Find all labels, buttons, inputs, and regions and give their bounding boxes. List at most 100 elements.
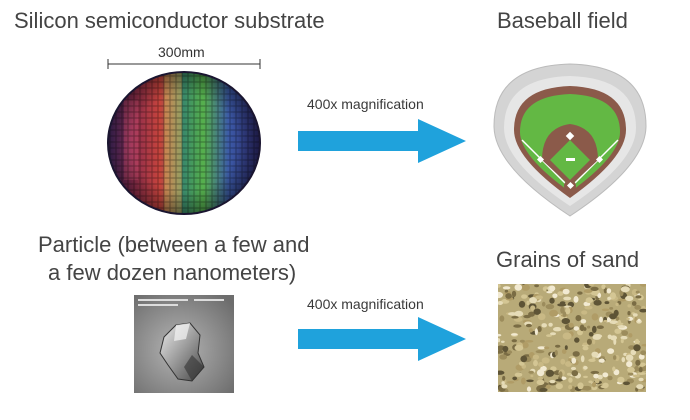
sand-grain [607, 375, 613, 381]
sand-grain [623, 381, 630, 386]
sand-grain [546, 334, 552, 337]
sand-grain [639, 308, 646, 313]
sand-grain [632, 313, 638, 317]
sand-grain [580, 355, 585, 363]
sand-grain [587, 325, 591, 329]
sand-grain [606, 288, 612, 294]
sand-grain [617, 376, 625, 383]
sand-grain [574, 337, 580, 343]
sand-grain [625, 354, 634, 362]
sand-grain [561, 318, 570, 325]
sand-grain [545, 369, 555, 377]
sand-grain [521, 284, 530, 291]
sand-grain [564, 345, 568, 350]
sand-grain [539, 387, 548, 392]
sand-grain [586, 338, 592, 345]
sand-grain [568, 322, 574, 328]
sand-grain [638, 377, 644, 382]
bottom-arrow-icon [298, 317, 466, 361]
sand-grain [617, 325, 625, 329]
sand-grain [634, 305, 642, 310]
sand-grain [549, 297, 555, 304]
sand-grain [609, 313, 617, 320]
sand-grain [514, 372, 523, 377]
sand-grain [634, 365, 639, 372]
sand-grain [584, 305, 593, 310]
sand-grain [514, 310, 524, 317]
sand-grain [592, 339, 596, 345]
sand-grain [498, 333, 502, 337]
sand-grain [627, 304, 632, 308]
sand-grain [607, 296, 611, 301]
sand-grain [614, 328, 622, 334]
sand-grain [549, 379, 556, 384]
sand-grain [615, 322, 624, 326]
sand-grain [514, 344, 524, 351]
sand-grain [533, 308, 541, 315]
sand-grain [588, 358, 596, 362]
sand-grain [526, 300, 530, 306]
sand-grain [525, 323, 532, 328]
sand-grain [625, 295, 634, 302]
sand-grain [630, 349, 637, 356]
sand-grain [620, 286, 630, 293]
sand-grain [498, 338, 501, 343]
sand-grain [638, 362, 646, 367]
top-arrow-icon [298, 119, 466, 163]
sand-grain [607, 348, 615, 354]
sand-grain [511, 290, 517, 298]
sand-grain [635, 359, 641, 366]
sand-grain [591, 313, 599, 321]
sand-grain [502, 375, 506, 381]
dimension-bar [107, 59, 261, 69]
sand-grain [602, 382, 609, 389]
bottom-magnification-label: 400x magnification [307, 296, 424, 312]
sand-grain [513, 324, 522, 328]
sand-grain [621, 357, 626, 363]
sand-grains-image [498, 284, 646, 392]
sand-grain [582, 346, 589, 351]
sand-grain [534, 284, 539, 288]
sand-grain [580, 319, 587, 324]
sand-grain [536, 379, 545, 386]
sand-grain [541, 323, 547, 328]
sand-grain [500, 340, 505, 343]
sand-grain [613, 369, 620, 376]
sand-grain [561, 349, 567, 354]
sand-grain [632, 374, 640, 378]
sand-grain [501, 299, 510, 304]
sand-grain [604, 301, 610, 305]
sand-grain [555, 378, 563, 382]
sand-grain [499, 354, 508, 360]
sand-grain [638, 366, 643, 373]
sand-grain [506, 350, 513, 354]
sand-grain [537, 376, 544, 380]
wafer-image [107, 71, 261, 215]
sand-grain [518, 300, 526, 308]
sand-grain [607, 334, 612, 340]
sand-grain [548, 322, 553, 327]
sand-grain [555, 344, 561, 348]
sand-grain [633, 344, 641, 352]
sand-grain [499, 315, 505, 322]
sand-grain [638, 354, 645, 360]
sand-grain [640, 350, 646, 356]
sand-grain [505, 293, 512, 299]
sand-grain [582, 385, 592, 391]
sand-grain [592, 325, 597, 333]
sand-grain [541, 357, 550, 364]
sand-grain [577, 291, 583, 295]
sand-grain [588, 284, 595, 287]
sand-grain [529, 297, 537, 304]
sand-grain [554, 349, 558, 356]
sand-grain [615, 302, 619, 307]
sand-grain [524, 340, 534, 343]
sand-grain [562, 332, 572, 340]
sand-grain [498, 291, 503, 299]
sand-grain [560, 358, 566, 365]
particle-title-line1: Particle (between a few and [38, 232, 310, 257]
sand-grain [603, 319, 608, 323]
sand-grain [585, 297, 593, 304]
sand-grain [549, 285, 556, 292]
sand-grain [626, 317, 630, 321]
